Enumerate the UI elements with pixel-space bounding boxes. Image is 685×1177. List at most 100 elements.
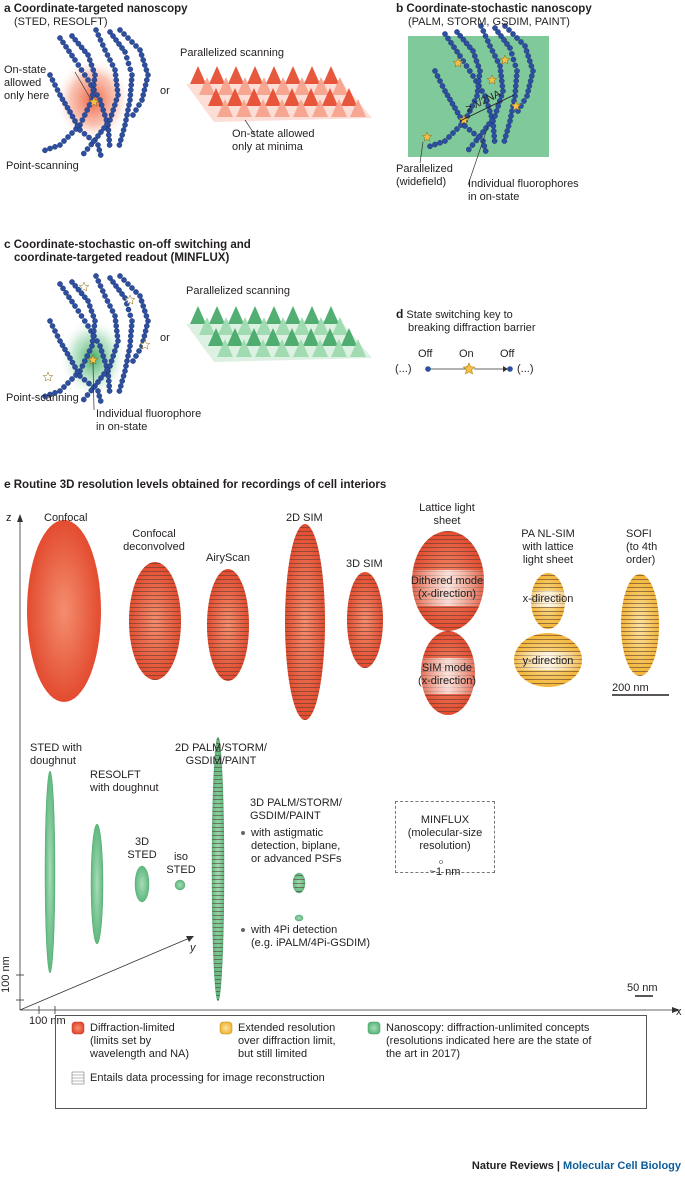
y-axis-label: y	[190, 942, 196, 954]
sted-psf	[44, 770, 56, 974]
journal-section: Molecular Cell Biology	[563, 1160, 681, 1172]
label-pa-nlsim: light sheet	[522, 554, 574, 566]
off-state-dot	[425, 366, 431, 372]
panel-d-letter: d	[396, 307, 404, 321]
parallel-scanning-label: Parallelized scanning	[186, 285, 290, 297]
x-axis-label: x	[676, 1006, 682, 1018]
panel-b-title: Coordinate-stochastic nanoscopy	[406, 3, 592, 15]
label-sofi: SOFI	[626, 528, 652, 540]
label-3d-sim: 3D SIM	[346, 558, 383, 570]
panel-a-title: Coordinate-targeted nanoscopy	[13, 3, 188, 15]
panel-a-graphic	[42, 27, 372, 158]
ellipsis-left: (...)	[395, 363, 412, 375]
minima-label: only at minima	[232, 141, 303, 153]
scale-200-label: 200 nm	[612, 682, 649, 694]
journal-name: Nature Reviews	[471, 1160, 554, 1172]
iso-sted-psf	[174, 879, 186, 891]
fluorophore-star	[139, 339, 151, 350]
legend-extended: Extended resolution	[238, 1022, 336, 1034]
on-state-label: only here	[4, 90, 50, 102]
label-sofi: (to 4th	[626, 541, 658, 553]
label-resolft: with doughnut	[90, 782, 159, 794]
label-3d-palm: 3D PALM/STORM/	[250, 797, 342, 809]
legend-nanoscopy: the art in 2017)	[386, 1048, 460, 1060]
sted3d-psf	[134, 865, 150, 903]
panel-a-subtitle: (STED, RESOLFT)	[14, 16, 108, 28]
label-lattice: Lattice light	[419, 502, 475, 514]
fluorophores-label: Individual fluorophores	[468, 178, 579, 190]
fluorophore-star	[88, 96, 100, 107]
label-iso-sted: iso	[173, 851, 189, 863]
label-sted: doughnut	[30, 755, 76, 767]
resolution-shapes-diffraction	[27, 520, 659, 720]
label-sim-mode: (x-direction)	[417, 675, 477, 687]
parallel-red-peaks	[186, 66, 372, 122]
minima-label: On-state allowed	[232, 128, 315, 140]
panel-c-heading: c Coordinate-stochastic on-off switching…	[4, 238, 251, 252]
label-4pi: (e.g. iPALM/4Pi-GSDIM)	[251, 937, 370, 949]
label-dithered: Dithered mode	[410, 575, 484, 587]
label-astigmatic: detection, biplane,	[251, 840, 341, 852]
legend-processing: Entails data processing for image recons…	[90, 1072, 325, 1084]
label-minflux: resolution)	[419, 840, 471, 852]
minflux-box	[395, 801, 495, 873]
panel-c-letter: c	[4, 237, 11, 251]
footer-separator: |	[553, 1160, 564, 1172]
scale-50-label: 50 nm	[627, 982, 658, 994]
legend-nanoscopy-swatch	[367, 1021, 381, 1035]
fluorophore-star	[486, 74, 498, 85]
panel-e-title: Routine 3D resolution levels obtained fo…	[13, 479, 387, 491]
fluorophore-star	[42, 371, 54, 382]
label-astigmatic: with astigmatic	[251, 827, 324, 839]
fiber-chains-c	[42, 273, 151, 404]
label-y-direction: y-direction	[522, 655, 574, 667]
fluorophore-star	[510, 100, 522, 111]
on-state-label: allowed	[4, 77, 42, 89]
panel-b-subtitle: (PALM, STORM, GSDIM, PAINT)	[408, 16, 570, 28]
label-3d-palm: GSDIM/PAINT	[250, 810, 321, 822]
fluorophore-star	[421, 131, 433, 142]
or-label: or	[160, 85, 170, 97]
panel-e-axes	[16, 514, 680, 1014]
parallel-green-peaks	[186, 306, 372, 362]
panel-a-letter: a	[4, 1, 11, 15]
label-confocal: Confocal	[44, 512, 88, 524]
panel-e-heading: e Routine 3D resolution levels obtained …	[4, 478, 386, 492]
point-scanning-label: Point-scanning	[6, 392, 79, 404]
label-4pi: with 4Pi detection	[251, 924, 338, 936]
ellipsis-right: (...)	[517, 363, 534, 375]
label-x-direction: x-direction	[522, 593, 574, 605]
confocal-psf	[27, 520, 101, 702]
legend-diffraction: (limits set by	[90, 1035, 152, 1047]
z-axis-label: z	[6, 512, 12, 524]
panel-a-heading: a Coordinate-targeted nanoscopy	[4, 2, 188, 16]
panel-d-graphic	[425, 362, 513, 375]
fluorophore-label: in on-state	[96, 421, 148, 433]
fluorophore-star	[124, 294, 136, 305]
label-sim-mode: SIM mode	[421, 662, 473, 674]
legend-diffraction-swatch	[71, 1021, 85, 1035]
parallel-scanning-label: Parallelized scanning	[180, 47, 284, 59]
legend-nanoscopy: Nanoscopy: diffraction-unlimited concept…	[386, 1022, 590, 1034]
label-iso-sted: STED	[166, 864, 196, 876]
panel-c-title: Coordinate-stochastic on-off switching a…	[13, 239, 251, 251]
fluorophores-label: in on-state	[468, 191, 520, 203]
panel-c-title-2: coordinate-targeted readout (MINFLUX)	[14, 252, 230, 264]
panel-d-title: State switching key to	[406, 309, 513, 321]
panel-d-heading: d State switching key to	[396, 308, 513, 322]
off-state-dot	[507, 366, 513, 372]
label-airyscan: AiryScan	[206, 552, 251, 564]
fiber-chains-b	[421, 23, 536, 154]
palm3d-4pi-psf	[294, 914, 304, 922]
label-3d-sted: 3D	[134, 836, 150, 848]
fluorophore-label: Individual fluorophore	[96, 408, 202, 420]
label-minflux: (molecular-size	[407, 827, 483, 839]
legend-box	[55, 1015, 647, 1109]
legend-extended: but still limited	[238, 1048, 308, 1060]
label-confocal-deconvolved: deconvolved	[123, 541, 185, 553]
panel-b-letter: b	[396, 1, 404, 15]
label-2d-palm: 2D PALM/STORM/	[175, 742, 267, 754]
widefield-label: Parallelized	[396, 163, 453, 175]
widefield-label: (widefield)	[396, 176, 447, 188]
